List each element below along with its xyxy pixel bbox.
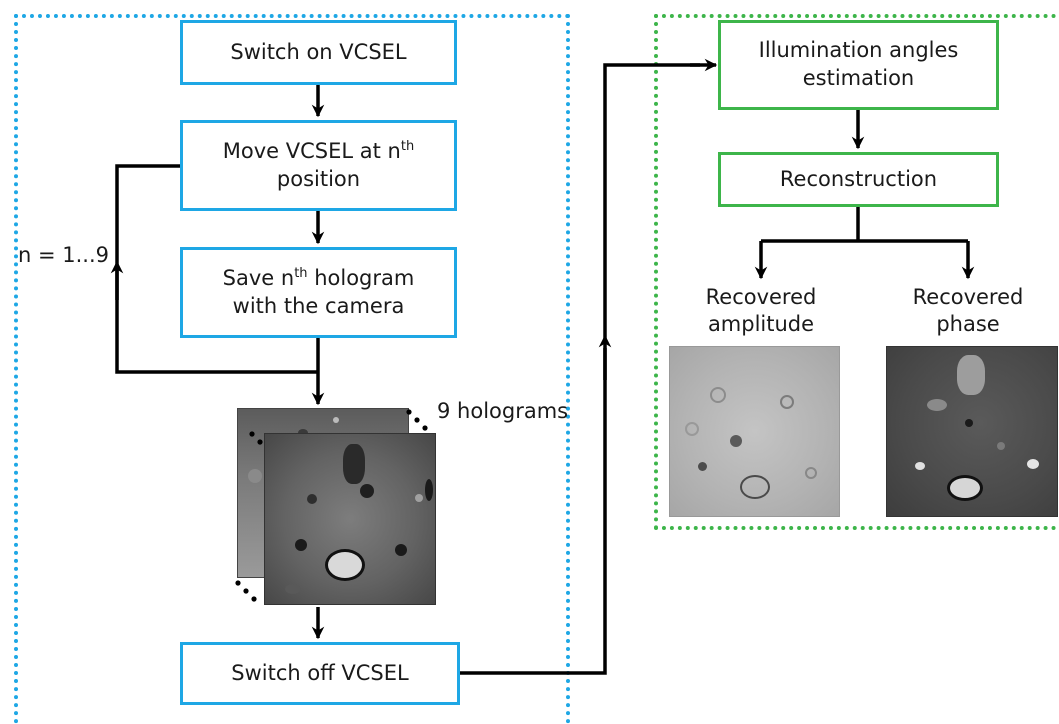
recovered-amplitude-image (669, 346, 840, 517)
loop-top-connector (115, 164, 180, 262)
move-vcsel-line2: position (276, 166, 361, 191)
stack-dots-top-icon (406, 409, 428, 431)
save-hologram-line2: with the camera (232, 293, 405, 318)
processing-region (654, 14, 1059, 530)
switch-off-vcsel-box: Switch off VCSEL (180, 642, 460, 705)
switch-on-vcsel-box: Switch on VCSEL (180, 20, 457, 85)
save-hologram-line1: Save n (222, 265, 295, 290)
amplitude-label-line2: amplitude (707, 312, 815, 337)
switch-off-vcsel-text: Switch off VCSEL (231, 660, 409, 685)
illumination-line2: estimation (802, 66, 915, 90)
illumination-angles-box: Illumination angles estimation (718, 20, 999, 110)
save-hologram-line1-end: hologram (307, 265, 415, 290)
move-vcsel-box: Move VCSEL at nth position (180, 120, 457, 211)
phase-label-line1: Recovered (912, 285, 1024, 309)
recovered-phase-label: Recovered phase (903, 284, 1033, 339)
holograms-count-label: 9 holograms (437, 399, 569, 423)
recovered-phase-image (886, 346, 1058, 517)
connector-switch-off-to-right (460, 348, 607, 675)
save-hologram-box: Save nth hologram with the camera (180, 247, 457, 338)
stack-dots-mid-icon (249, 431, 263, 445)
move-vcsel-superscript: th (400, 138, 415, 154)
save-hologram-superscript: th (294, 265, 308, 281)
reconstruction-text: Reconstruction (779, 166, 938, 191)
reconstruction-box: Reconstruction (718, 152, 999, 207)
stack-dots-left-icon (235, 580, 257, 602)
connector-up-to-illumination (603, 63, 700, 336)
loop-range-label: n = 1...9 (18, 243, 110, 267)
illumination-line1: Illumination angles (758, 38, 959, 63)
move-vcsel-text: Move VCSEL at nth position (223, 138, 414, 193)
illumination-angles-text: Illumination angles estimation (759, 37, 959, 92)
move-vcsel-line1: Move VCSEL at n (222, 138, 401, 163)
acquisition-region (14, 14, 570, 724)
phase-label-line2: phase (936, 312, 1000, 337)
save-hologram-text: Save nth hologram with the camera (223, 265, 415, 320)
hologram-front-image (264, 433, 436, 605)
recovered-amplitude-label: Recovered amplitude (696, 284, 826, 339)
loop-bottom-connector (115, 270, 318, 374)
amplitude-label-line1: Recovered (705, 285, 817, 309)
switch-on-vcsel-text: Switch on VCSEL (230, 39, 407, 64)
